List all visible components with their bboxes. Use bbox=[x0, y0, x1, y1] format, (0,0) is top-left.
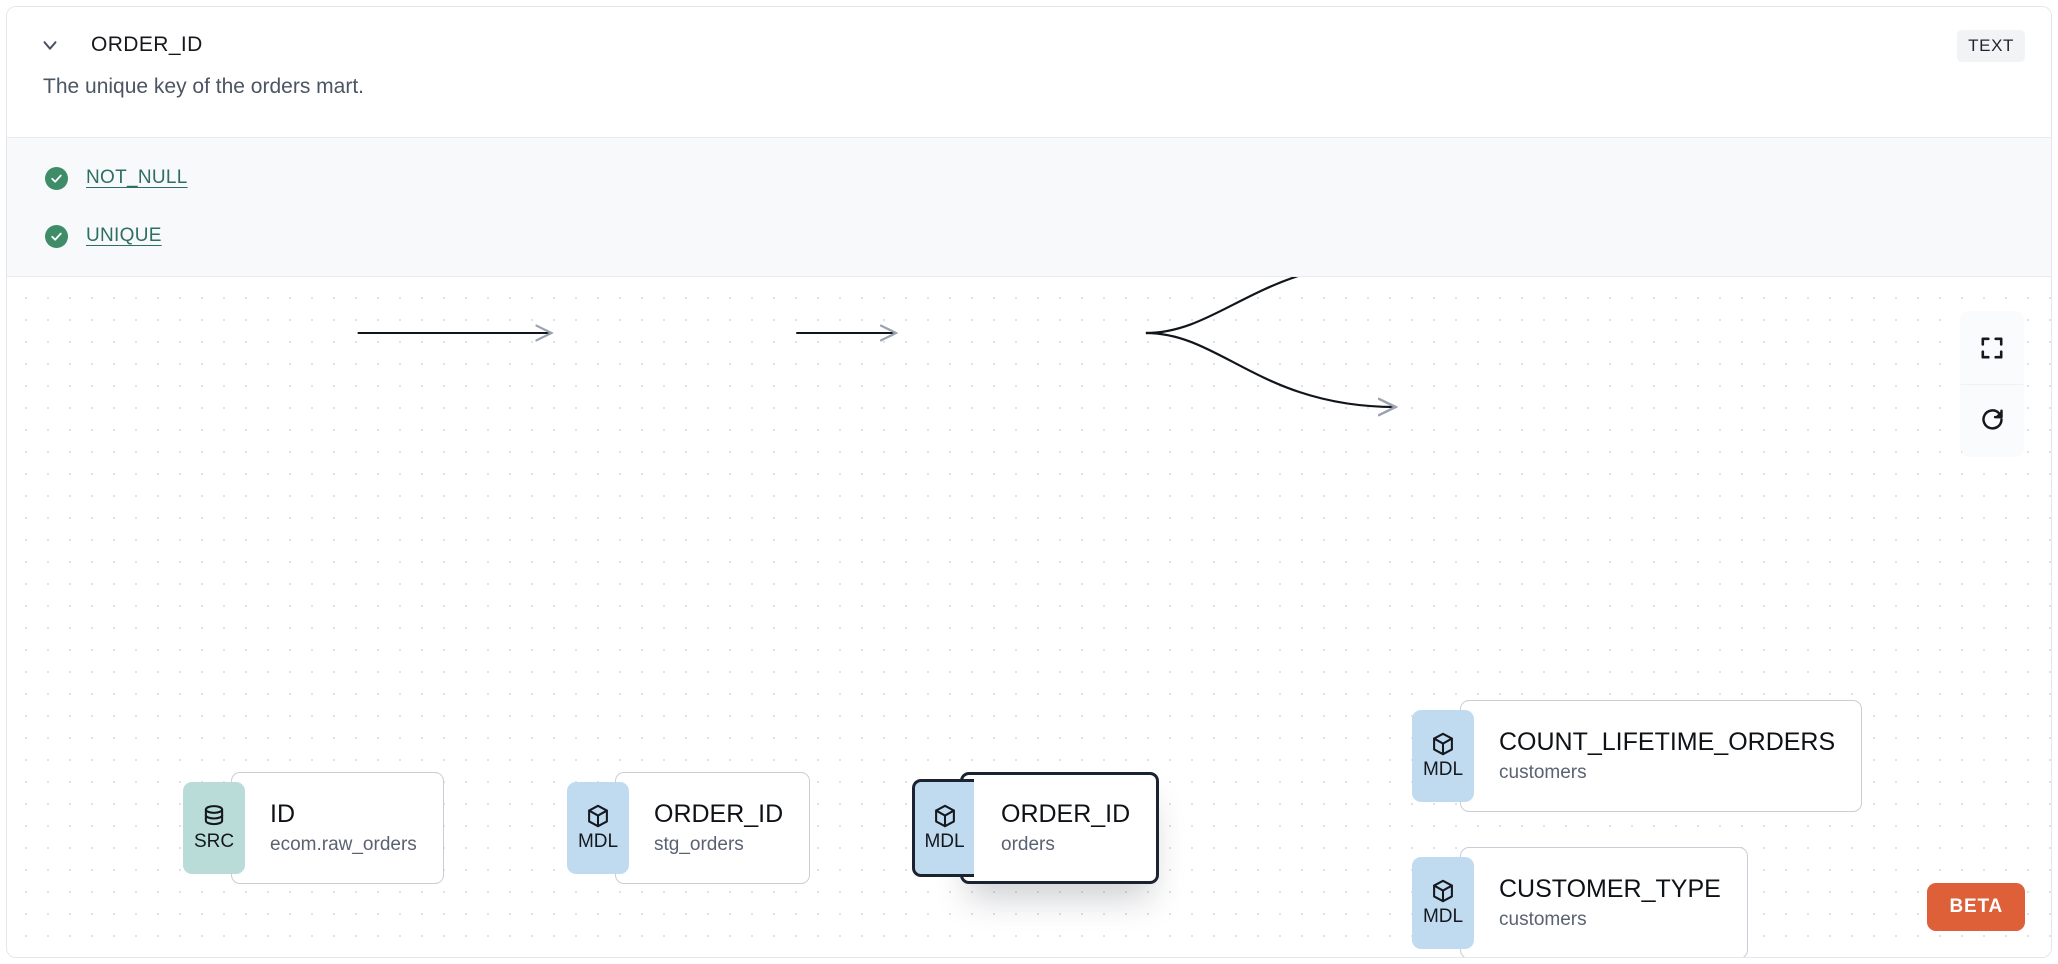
lineage-node-id[interactable]: SRC ID ecom.raw_orders bbox=[183, 772, 444, 884]
type-badge: TEXT bbox=[1957, 30, 2025, 62]
column-description: The unique key of the orders mart. bbox=[43, 75, 364, 98]
node-source: ecom.raw_orders bbox=[270, 833, 417, 855]
tests-section: NOT_NULL UNIQUE bbox=[7, 137, 2051, 277]
node-body: ID ecom.raw_orders bbox=[231, 772, 444, 884]
lineage-node-customer-type[interactable]: MDL CUSTOMER_TYPE customers bbox=[1412, 847, 1748, 957]
node-source: stg_orders bbox=[654, 833, 744, 855]
node-body: ORDER_ID orders bbox=[960, 772, 1160, 884]
beta-badge[interactable]: BETA bbox=[1927, 883, 2025, 931]
fullscreen-icon[interactable] bbox=[1961, 312, 2023, 384]
node-name: CUSTOMER_TYPE bbox=[1499, 875, 1721, 904]
lineage-canvas[interactable]: SRC ID ecom.raw_orders MDL ORDER_ID stg_… bbox=[7, 277, 2051, 958]
database-icon bbox=[204, 805, 224, 826]
node-source: orders bbox=[1001, 833, 1055, 855]
cube-icon bbox=[1433, 732, 1453, 756]
lineage-node-stg-orders[interactable]: MDL ORDER_ID stg_orders bbox=[567, 772, 811, 884]
test-row: NOT_NULL bbox=[45, 156, 2051, 200]
header-row: ORDER_ID bbox=[33, 7, 2025, 69]
node-badge-label: MDL bbox=[924, 831, 965, 852]
node-source: customers bbox=[1499, 908, 1587, 930]
node-badge-label: MDL bbox=[577, 831, 619, 852]
node-badge-mdl: MDL bbox=[912, 779, 974, 877]
node-name: ORDER_ID bbox=[654, 800, 784, 829]
node-body: CUSTOMER_TYPE customers bbox=[1460, 847, 1748, 957]
check-circle-icon bbox=[45, 166, 68, 190]
node-badge-mdl: MDL bbox=[1412, 710, 1474, 802]
cube-icon bbox=[934, 804, 955, 828]
lineage-edges bbox=[357, 277, 2051, 958]
node-badge-mdl: MDL bbox=[1412, 857, 1474, 949]
node-badge-mdl: MDL bbox=[567, 782, 629, 874]
lineage-node-count-lifetime-orders[interactable]: MDL COUNT_LIFETIME_ORDERS customers bbox=[1412, 700, 1863, 812]
check-circle-icon bbox=[45, 224, 68, 248]
cube-icon bbox=[1433, 879, 1453, 903]
cube-icon bbox=[588, 804, 608, 828]
panel-header: ORDER_ID TEXT The unique key of the orde… bbox=[7, 7, 2051, 137]
canvas-controls bbox=[1961, 312, 2023, 456]
node-name: COUNT_LIFETIME_ORDERS bbox=[1499, 728, 1836, 757]
chevron-down-icon[interactable] bbox=[33, 28, 67, 62]
test-row: UNIQUE bbox=[45, 214, 2051, 258]
refresh-icon[interactable] bbox=[1961, 384, 2023, 456]
edge-orders-count bbox=[1145, 277, 1299, 335]
node-badge-label: MDL bbox=[1422, 759, 1464, 780]
edge-orders-custtype bbox=[1145, 331, 1396, 407]
node-badge-label: SRC bbox=[193, 831, 235, 852]
node-name: ORDER_ID bbox=[1001, 800, 1131, 829]
lineage-node-orders[interactable]: MDL ORDER_ID orders bbox=[912, 772, 1160, 884]
column-detail-panel: ORDER_ID TEXT The unique key of the orde… bbox=[6, 6, 2052, 958]
node-badge-label: MDL bbox=[1422, 906, 1464, 927]
node-name: ID bbox=[270, 800, 295, 829]
test-link-not-null[interactable]: NOT_NULL bbox=[86, 167, 188, 188]
page-title: ORDER_ID bbox=[91, 33, 203, 56]
node-badge-src: SRC bbox=[183, 782, 245, 874]
node-body: ORDER_ID stg_orders bbox=[615, 772, 811, 884]
node-body: COUNT_LIFETIME_ORDERS customers bbox=[1460, 700, 1863, 812]
node-source: customers bbox=[1499, 761, 1587, 783]
test-link-unique[interactable]: UNIQUE bbox=[86, 225, 162, 246]
